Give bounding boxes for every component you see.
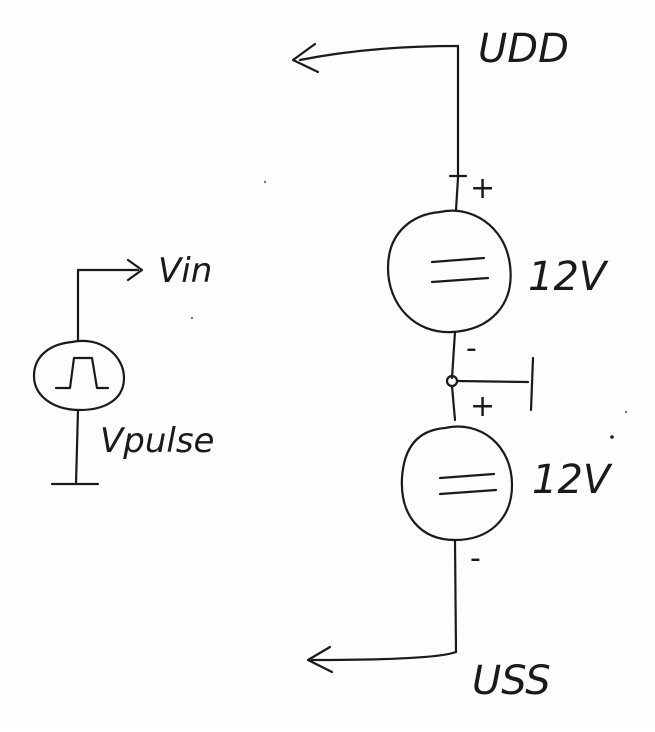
middle-node-wire xyxy=(455,379,530,384)
top-source-minus-sign: - xyxy=(466,331,477,366)
pulse-source-ground-lead xyxy=(74,408,80,486)
bottom-source-dc-line-1 xyxy=(438,472,496,480)
top-source-value: 12V xyxy=(528,254,609,300)
bottom-source-minus-sign: - xyxy=(470,541,481,576)
vin-wire xyxy=(76,268,140,342)
bottom-dc-source: + 12V - xyxy=(400,384,614,654)
uss-rail: USS xyxy=(306,645,551,704)
pulse-source-circle xyxy=(32,339,126,412)
bottom-source-dc-line-2 xyxy=(438,488,498,496)
middle-node-terminal-bar xyxy=(529,356,535,412)
udd-wire-horizontal xyxy=(298,44,460,62)
udd-rail: UDD xyxy=(291,26,569,180)
bottom-source-lead-bottom xyxy=(453,538,458,654)
bottom-source-circle xyxy=(400,425,514,542)
top-dc-source: + 12V - xyxy=(386,171,609,380)
udd-label: UDD xyxy=(478,26,569,72)
uss-wire-horizontal xyxy=(310,650,458,662)
vpulse-label: Vpulse xyxy=(100,421,214,461)
top-source-circle xyxy=(386,209,512,334)
paper-speck xyxy=(624,410,628,414)
bottom-source-ink-dot xyxy=(610,435,614,439)
top-source-lead-bottom xyxy=(450,330,457,380)
bottom-source-plus-sign: + xyxy=(470,389,495,424)
pulse-waveform-icon xyxy=(54,356,110,390)
vin-arrow-icon xyxy=(126,258,144,282)
paper-speck xyxy=(263,180,267,184)
uss-arrow-icon xyxy=(306,645,334,674)
pulse-source: Vin Vpulse xyxy=(32,251,214,486)
top-source-plus-sign: + xyxy=(470,171,495,206)
bottom-source-value: 12V xyxy=(532,457,613,503)
top-source-dc-line-2 xyxy=(430,276,490,284)
top-source-lead-top xyxy=(454,176,460,212)
top-source-dc-line-1 xyxy=(430,256,486,264)
vin-label: Vin xyxy=(158,251,212,291)
udd-arrow-icon xyxy=(291,42,320,74)
paper-speck xyxy=(190,316,194,320)
uss-label: USS xyxy=(472,658,551,704)
bottom-source-lead-top xyxy=(450,384,457,422)
